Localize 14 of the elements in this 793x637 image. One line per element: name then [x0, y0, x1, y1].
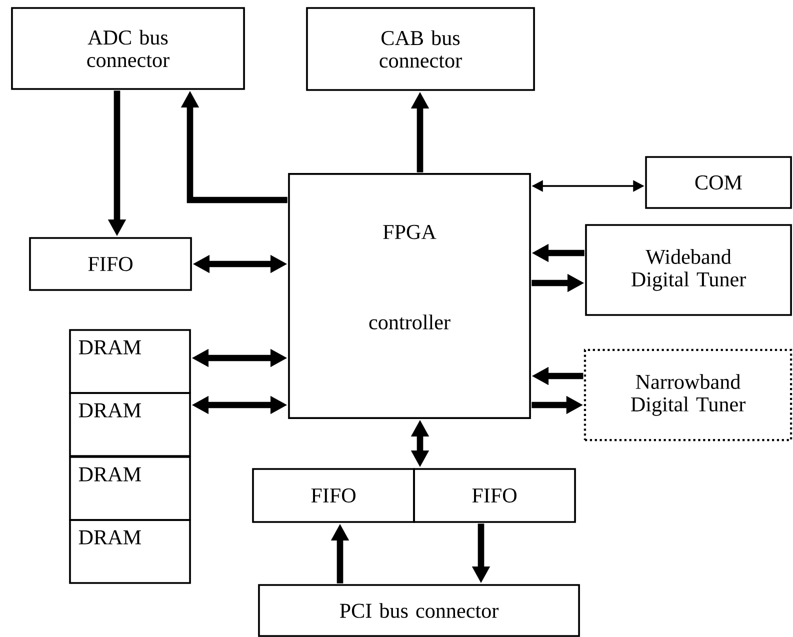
dram-box: DRAM — [69, 392, 191, 457]
tuner-box: Wideband Digital Tuner — [585, 224, 792, 316]
connector-box: ADC bus connector — [11, 7, 245, 90]
tuner-box: Narrowband Digital Tuner — [584, 348, 792, 442]
dram-box: DRAM — [69, 456, 191, 521]
controller-box: FPGA controller — [288, 173, 531, 419]
connector-box: CAB bus connector — [306, 7, 535, 91]
component-box: COM — [645, 156, 792, 209]
fifo-box: FIFO — [252, 468, 415, 523]
connector-box: PCI bus connector — [258, 584, 580, 637]
fifo-box: FIFO — [413, 468, 576, 523]
dram-box: DRAM — [69, 519, 191, 584]
dram-box: DRAM — [69, 329, 191, 394]
fifo-box: FIFO — [29, 237, 192, 291]
